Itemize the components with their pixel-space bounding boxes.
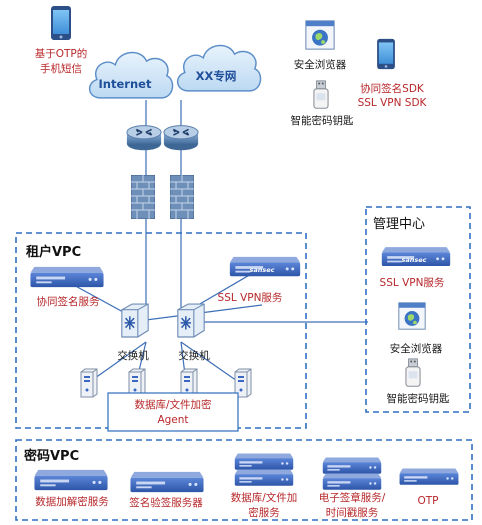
mgmt-smart-key-label: 智能密码钥匙	[387, 392, 450, 405]
agent-label-line1: 数据库/文件加密	[134, 398, 212, 411]
device-brand-text-tenant: sansec	[249, 266, 274, 274]
mgmt-secure-browser-icon	[398, 302, 426, 330]
switch-label-left: 交换机	[117, 349, 149, 362]
private-network-cloud-label: XX专网	[196, 69, 237, 83]
ssl-vpn-service-label: SSL VPN服务	[218, 291, 283, 304]
e-seal-timestamp-device-2	[322, 473, 382, 490]
signature-verify-server-label: 签名验签服务器	[129, 496, 203, 509]
mgmt-secure-browser-label: 安全浏览器	[390, 342, 443, 355]
secure-browser-label-top: 安全浏览器	[294, 58, 347, 71]
firewall-icon-right	[170, 175, 194, 219]
data-encryption-service-device	[34, 469, 108, 491]
crypto-vpc-boundary	[15, 439, 473, 521]
otp-service-label: OTP	[417, 495, 438, 507]
db-file-encryption-device-2	[234, 469, 294, 486]
server-tower-icon-1	[80, 368, 98, 398]
internet-cloud-icon	[88, 51, 174, 99]
e-seal-timestamp-device-1	[322, 457, 382, 474]
otp-sms-label-line2: 手机短信	[40, 62, 82, 75]
connection-lines	[69, 100, 368, 384]
router-icon-left	[126, 124, 162, 152]
smart-key-icon-top	[313, 80, 329, 109]
router-icon-right	[163, 124, 199, 152]
mobile-phone-icon	[51, 6, 71, 40]
crypto-vpc-title: 密码VPC	[23, 448, 79, 464]
secure-browser-icon-top	[305, 20, 335, 50]
sdk-label-line2: SSL VPN SDK	[358, 97, 428, 109]
firewall-icon-left	[131, 175, 155, 219]
sdk-label-line1: 协同签名SDK	[360, 82, 425, 95]
agent-label-line2: Agent	[157, 414, 188, 426]
switch-label-right: 交换机	[178, 349, 210, 362]
mgmt-smart-key-icon	[405, 358, 421, 387]
otp-sms-label-line1: 基于OTP的	[35, 47, 88, 60]
mgmt-ssl-vpn-label: SSL VPN服务	[380, 276, 445, 289]
management-center-boundary	[365, 206, 471, 413]
device-brand-text-mgmt: sansec	[401, 256, 426, 264]
e-seal-timestamp-label-line1: 电子签章服务/	[319, 491, 386, 504]
switch-icon-right	[177, 303, 205, 338]
internet-cloud-label: Internet	[99, 77, 152, 91]
data-encryption-service-label: 数据加解密服务	[35, 495, 109, 508]
otp-service-device	[399, 468, 459, 485]
co-sign-service-label: 协同签名服务	[37, 295, 100, 308]
agent-box	[107, 392, 239, 432]
smart-key-label-top: 智能密码钥匙	[291, 114, 354, 127]
sdk-phone-icon	[377, 38, 395, 70]
co-sign-service-device	[30, 266, 104, 288]
db-file-encryption-label-line1: 数据库/文件加	[231, 491, 298, 504]
tenant-vpc-title: 租户VPC	[26, 244, 81, 260]
signature-verify-server-device	[130, 471, 204, 493]
db-file-encryption-label-line2: 密服务	[248, 506, 280, 519]
db-file-encryption-device-1	[234, 453, 294, 470]
e-seal-timestamp-label-line2: 时间戳服务	[326, 506, 379, 519]
switch-icon-left	[121, 303, 149, 338]
management-center-title: 管理中心	[373, 217, 425, 232]
